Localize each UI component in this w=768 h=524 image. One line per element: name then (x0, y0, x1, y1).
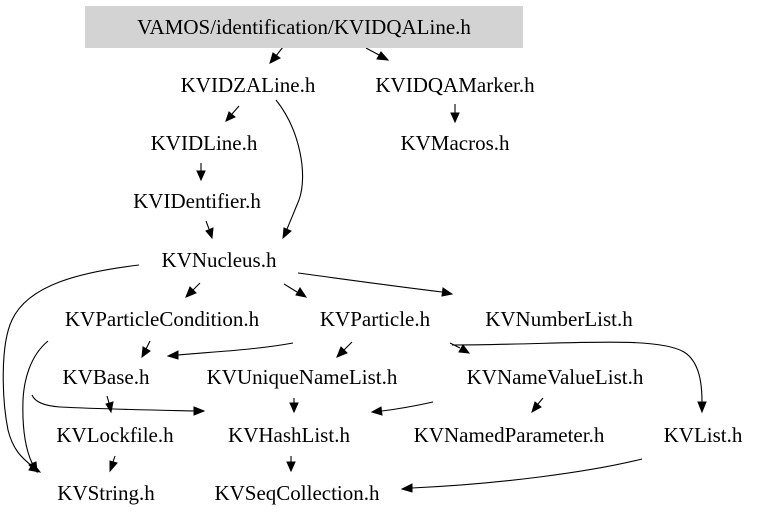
node-kvlist: KVList.h (664, 423, 743, 447)
node-kvseqcollection: KVSeqCollection.h (214, 481, 380, 505)
edge-n13-n17 (109, 455, 118, 473)
node-kvmacros: KVMacros.h (400, 131, 510, 155)
edge-n7-n10 (141, 340, 151, 359)
edge-n7-n17 (22, 340, 49, 474)
edge-n8-n11 (336, 341, 353, 358)
edge-n8-n10 (166, 342, 294, 360)
edge-n14-n18 (286, 456, 296, 473)
node-kvnucleus: KVNucleus.h (162, 248, 277, 272)
node-kvnumberlist: KVNumberList.h (485, 307, 633, 331)
node-kvparticlecondition: KVParticleCondition.h (65, 307, 260, 331)
edge-n3-n5 (196, 163, 206, 182)
edge-n16-n18 (400, 458, 643, 493)
node-kvnamedparameter: KVNamedParameter.h (414, 423, 605, 447)
node-kvidentifier: KVIDentifier.h (133, 189, 261, 213)
dependency-edges (2, 46, 707, 493)
edge-n1-n6 (275, 99, 304, 240)
edge-n8-n16 (451, 341, 707, 414)
edge-n5-n6 (205, 220, 214, 240)
edge-n11-n14 (289, 398, 299, 414)
edge-n10-n14 (31, 394, 206, 416)
root-node-box (85, 6, 523, 48)
edge-n0-n1 (269, 46, 284, 64)
node-kvstring: KVString.h (57, 481, 155, 505)
edge-n12-n14 (370, 401, 434, 416)
node-kvlockfile: KVLockfile.h (56, 423, 174, 447)
edge-n6-n8 (283, 283, 308, 298)
node-root-file: VAMOS/identification/KVIDQALine.h (137, 15, 471, 39)
edge-n6-n9 (297, 272, 454, 297)
node-kvidqamarker: KVIDQAMarker.h (375, 73, 535, 97)
node-kvuniquenamelist: KVUniqueNameList.h (207, 365, 398, 389)
edge-n12-n15 (531, 397, 544, 414)
edge-n2-n4 (450, 104, 460, 124)
edge-n6-n7 (185, 282, 201, 298)
node-kvhashlist: KVHashList.h (228, 423, 350, 447)
node-kvidline: KVIDLine.h (151, 131, 258, 155)
node-kvidzaline: KVIDZALine.h (181, 73, 316, 97)
file-nodes: VAMOS/identification/KVIDQALine.h KVIDZA… (56, 6, 743, 505)
node-kvbase: KVBase.h (63, 365, 150, 389)
node-kvparticle: KVParticle.h (320, 307, 431, 331)
edge-n0-n2 (365, 47, 390, 61)
edge-n10-n13 (105, 395, 114, 414)
node-kvnamevaluelist: KVNameValueList.h (467, 365, 644, 389)
edge-n1-n3 (225, 105, 240, 122)
